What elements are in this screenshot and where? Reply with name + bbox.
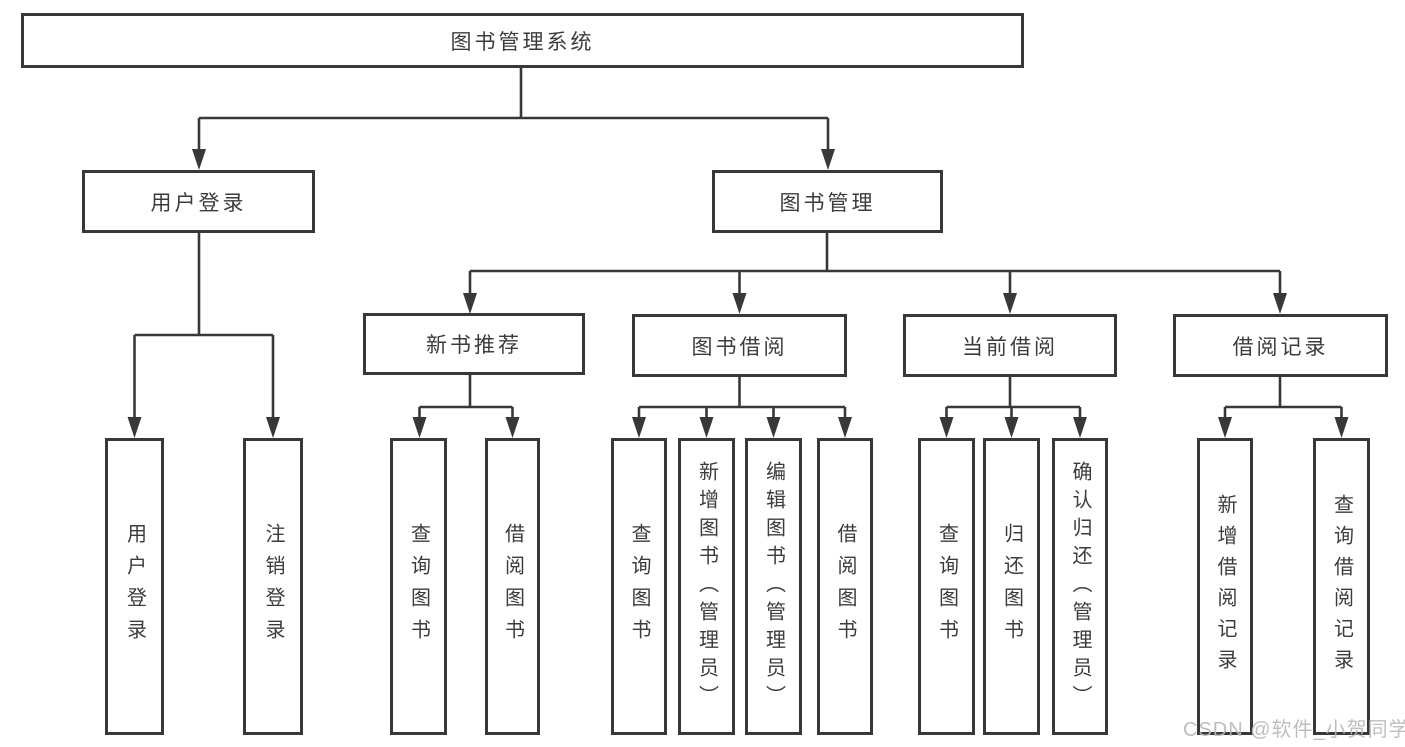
leaf-user-login-label: 用户登录 <box>123 522 146 651</box>
leaf-query-books-borrowing: 查询图书 <box>611 438 667 735</box>
node-root-library-system: 图书管理系统 <box>21 13 1024 68</box>
node-book-borrowing-label: 图书借阅 <box>691 335 788 359</box>
leaf-query-borrow-record-label: 查询借阅记录 <box>1330 493 1353 680</box>
leaf-edit-books-admin: 编辑图书（管理员） <box>745 438 802 735</box>
leaf-user-login: 用户登录 <box>105 438 164 735</box>
leaf-borrow-books-borrowing-label: 借阅图书 <box>834 522 856 651</box>
node-user-login-label: 用户登录 <box>150 191 247 215</box>
leaf-borrow-books-recommend: 借阅图书 <box>485 438 540 735</box>
leaf-return-books-label: 归还图书 <box>1000 522 1023 651</box>
leaf-query-books-borrowing-label: 查询图书 <box>628 522 650 651</box>
node-book-management-label: 图书管理 <box>779 191 876 215</box>
leaf-confirm-return-admin: 确认归还（管理员） <box>1052 438 1108 735</box>
leaf-add-books-admin-label: 新增图书（管理员） <box>695 460 718 713</box>
leaf-add-borrow-record-label: 新增借阅记录 <box>1214 493 1236 680</box>
node-current-borrowing-label: 当前借阅 <box>962 335 1058 359</box>
leaf-borrow-books-borrowing: 借阅图书 <box>817 438 873 735</box>
node-new-book-recommend: 新书推荐 <box>363 313 585 375</box>
leaf-logout-label: 注销登录 <box>262 522 284 651</box>
node-borrowing-records: 借阅记录 <box>1173 314 1388 377</box>
leaf-add-books-admin: 新增图书（管理员） <box>678 438 735 735</box>
node-book-borrowing: 图书借阅 <box>632 314 847 377</box>
leaf-query-books-recommend-label: 查询图书 <box>407 522 430 651</box>
node-user-login: 用户登录 <box>82 170 315 233</box>
leaf-edit-books-admin-label: 编辑图书（管理员） <box>762 460 785 713</box>
node-book-management: 图书管理 <box>712 170 943 233</box>
leaf-return-books: 归还图书 <box>983 438 1040 735</box>
node-borrowing-records-label: 借阅记录 <box>1232 335 1329 359</box>
leaf-borrow-books-recommend-label: 借阅图书 <box>501 522 524 651</box>
leaf-query-borrow-record: 查询借阅记录 <box>1313 438 1370 735</box>
leaf-add-borrow-record: 新增借阅记录 <box>1197 438 1253 735</box>
leaf-confirm-return-admin-label: 确认归还（管理员） <box>1069 460 1091 713</box>
csdn-watermark: CSDN @软件_小贺同学 <box>1183 719 1405 741</box>
leaf-query-books-current-label: 查询图书 <box>935 522 958 651</box>
node-current-borrowing: 当前借阅 <box>903 314 1117 377</box>
node-root-label: 图书管理系统 <box>450 30 595 54</box>
leaf-query-books-current: 查询图书 <box>918 438 975 735</box>
node-new-book-recommend-label: 新书推荐 <box>426 334 522 357</box>
leaf-query-books-recommend: 查询图书 <box>390 438 447 735</box>
leaf-logout: 注销登录 <box>243 438 303 735</box>
